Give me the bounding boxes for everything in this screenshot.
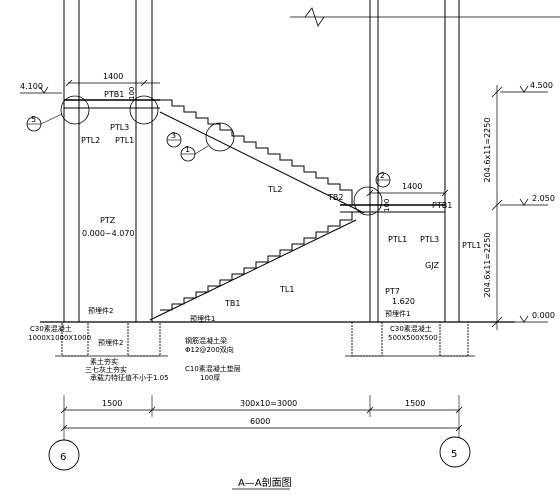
landings [64,99,445,213]
label-ptb1-mid: PTB1 [432,201,452,210]
mid-landing-dimension: 1400 100 [366,182,449,212]
label-pt7-elev: 1.620 [392,297,415,306]
dim-bottom-6000: 6000 [250,417,270,426]
elev-0000: 0.000 [532,311,555,320]
callout-5-label: 5 [31,115,36,124]
label-ptl3-mid: PTL3 [420,235,439,244]
title-text: A—A剖面图 [238,476,292,489]
label-yumai-2: 预埋件2 [88,306,113,315]
note-concrete-base: 钢筋混凝土梁 [185,336,227,345]
dim-mid-small: 100 [383,199,391,212]
label-ptl1-right: PTL1 [462,241,481,250]
dim-right-lower: 204.6x11=2250 [483,233,492,298]
elev-4500: 4.500 [530,81,553,90]
callout-2: 2 [375,171,391,188]
dim-bottom-1500-left: 1500 [102,399,122,408]
label-ptl3-top: PTL3 [110,123,129,132]
top-landing-dimension: 1400 100 [65,72,160,100]
label-tb2: TB2 [327,193,343,202]
member-labels: PTB1 PTL3 PTL1 PTL2 TL2 TB2 PTZ 0.000~4.… [81,90,481,347]
callout-3: 3 [166,131,182,148]
note-found-a: 素土夯实 [90,357,118,366]
label-yumai-1: 预埋件1 [190,314,215,323]
foundation-right [345,321,475,357]
label-gjz: GJZ [425,261,440,270]
label-ptl2-top: PTL2 [81,136,100,145]
dim-top-small: 100 [128,87,136,100]
elevation-right-top: 4.500 [500,81,553,93]
callout-3-label: 3 [171,131,176,140]
elevation-right-mid: 2.050 [500,194,555,206]
callout-1-label: 1 [185,145,190,154]
note-c10-thk: 100厚 [200,374,220,382]
label-yumai-2b: 预埋件2 [98,338,123,347]
axis-5-label: 5 [451,449,457,460]
note-found-b: 三七灰土夯实 [85,365,127,374]
note-c30-left: C30素混凝土 [30,324,72,333]
lower-flight [149,211,372,321]
label-tl1: TL1 [279,285,294,294]
label-ptl1-top: PTL1 [115,136,134,145]
foundation-notes: C30素混凝土 1000X1000X1000 素土夯实 三七灰土夯实 承载力特征… [28,324,438,382]
elev-4100: 4.100 [20,82,43,91]
dim-mid-landing: 1400 [402,182,422,191]
note-c10: C10素混凝土垫层 [185,364,241,373]
foundation-left [55,321,168,357]
label-ptl1-mid: PTL1 [388,235,407,244]
drawing-title: A—A剖面图 [232,476,292,490]
elevation-right-bottom: 0.000 [500,311,555,323]
note-c30-right-size: 500X500X500 [388,334,438,342]
axis-5: 5 [439,425,471,468]
axis-6-label: 6 [60,452,66,463]
upper-flight [159,99,372,214]
label-pt7: PT7 [385,287,400,296]
note-c30-right: C30素混凝土 [390,324,432,333]
note-rebar: Φ12@200双向 [185,345,234,354]
callout-2-label: 2 [380,171,385,180]
note-c30-left-size: 1000X1000X1000 [28,334,91,342]
label-yumai-1b: 预埋件1 [385,309,410,318]
right-vertical-dimension: 204.6x11=2250 204.6x11=2250 [483,85,503,330]
dim-bottom-1500-right: 1500 [405,399,425,408]
elevation-left-top: 4.100 [20,82,62,94]
label-ptb1-top: PTB1 [104,90,124,99]
dim-top-landing: 1400 [103,72,123,81]
elev-2050: 2.050 [532,194,555,203]
label-ptz-range: 0.000~4.070 [82,229,135,238]
dim-bottom-3000: 300x10=3000 [240,399,297,408]
label-tl2: TL2 [267,185,282,194]
detail-circles [60,95,383,216]
label-ptz: PTZ [100,216,116,225]
note-found-c: 承载力特征值不小于1.05 [90,373,169,382]
callout-5: 5 [26,113,63,132]
bottom-dimension-row2: 6000 [60,417,463,432]
callout-1: 1 [180,145,209,162]
bottom-dimension-row1: 1500 300x10=3000 1500 [60,395,463,425]
axis-6: 6 [48,425,80,471]
dim-right-upper: 204.6x11=2250 [483,118,492,183]
label-tb1: TB1 [224,299,240,308]
columns [63,0,560,322]
